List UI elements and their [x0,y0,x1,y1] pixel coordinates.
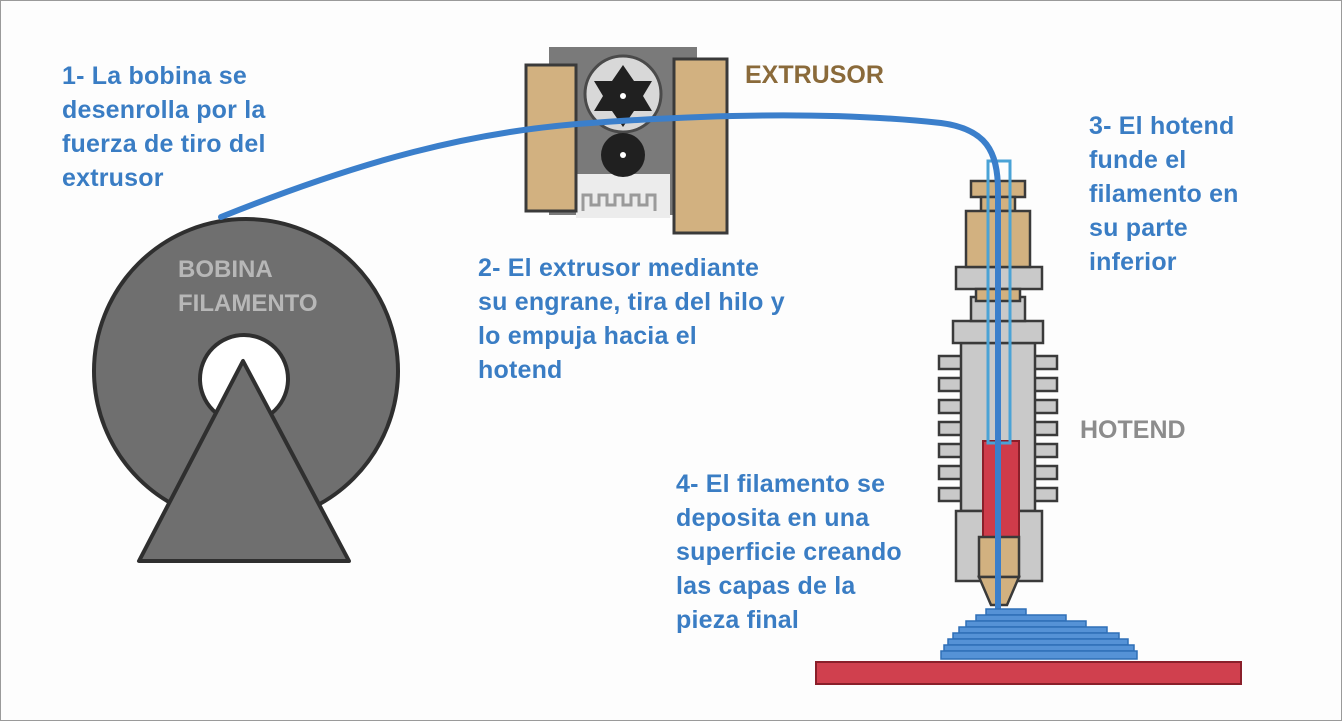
spool-label-line-2: FILAMENTO [178,290,318,317]
extruder-right-arm [672,57,729,235]
step-3-line: su parte [1089,214,1188,242]
step-1-line: extrusor [62,164,164,192]
step-1-line: desenrolla por la [62,96,266,124]
drive-gear-axle [620,93,626,99]
print-bed [815,661,1242,685]
step-4-line: pieza final [676,606,800,634]
step-2-caption: 2- El extrusor mediante su engrane, tira… [478,251,785,387]
extruder [524,47,729,235]
step-3-caption: 3- El hotend funde el filamento en su pa… [1089,109,1239,279]
step-4-line: las capas de la [676,572,856,600]
filament-path [218,112,1001,614]
step-2-line: su engrane, tira del hilo y [478,288,785,316]
step-3-line: funde el [1089,146,1187,174]
spool-label: BOBINA FILAMENTO [178,253,318,321]
step-3-line: filamento en [1089,180,1239,208]
step-2-line: lo empuja hacia el [478,322,697,350]
filament-spool [92,217,400,563]
step-2-line: hotend [478,356,563,384]
step-4-line: deposita en una [676,504,870,532]
extruder-left-arm [524,63,578,213]
step-3-line: inferior [1089,248,1177,276]
step-1-line: 1- La bobina se [62,62,247,90]
extruder-rack [581,193,657,211]
spool-label-line-1: BOBINA [178,256,273,283]
step-2-line: 2- El extrusor mediante [478,254,760,282]
idler-bearing-axle [620,152,626,158]
step-4-caption: 4- El filamento se deposita en una super… [676,467,902,637]
spool-stand [137,359,351,563]
printed-part-layers [940,608,1138,660]
hotend-label: HOTEND [1080,416,1186,444]
step-1-caption: 1- La bobina se desenrolla por la fuerza… [62,59,266,195]
step-3-line: 3- El hotend [1089,112,1235,140]
step-1-line: fuerza de tiro del [62,130,266,158]
step-4-line: superficie creando [676,538,902,566]
step-4-line: 4- El filamento se [676,470,886,498]
extruder-label: EXTRUSOR [745,61,884,89]
